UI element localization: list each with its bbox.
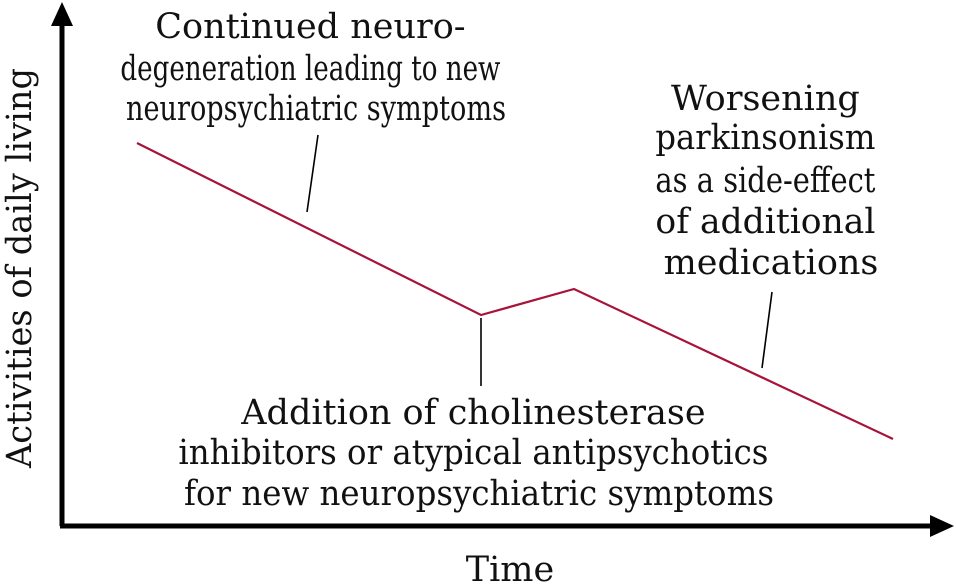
annotation-neurodegeneration: Continued neuro- degeneration leading to… (120, 7, 511, 129)
annotation-medication-addition: Addition of cholinesterase inhibitors or… (178, 393, 779, 514)
x-axis-label: Time (466, 550, 554, 584)
annotation-parkinsonism: Worsening parkinsonism as a side-effect … (655, 79, 886, 283)
x-axis-arrowhead (930, 515, 954, 537)
parkinsonism-leader (761, 291, 773, 369)
neurodegeneration-leader (306, 134, 319, 213)
y-axis-label: Activities of daily living (0, 68, 40, 469)
y-axis-arrowhead (51, 2, 73, 26)
adl-trend-line (136, 142, 894, 440)
